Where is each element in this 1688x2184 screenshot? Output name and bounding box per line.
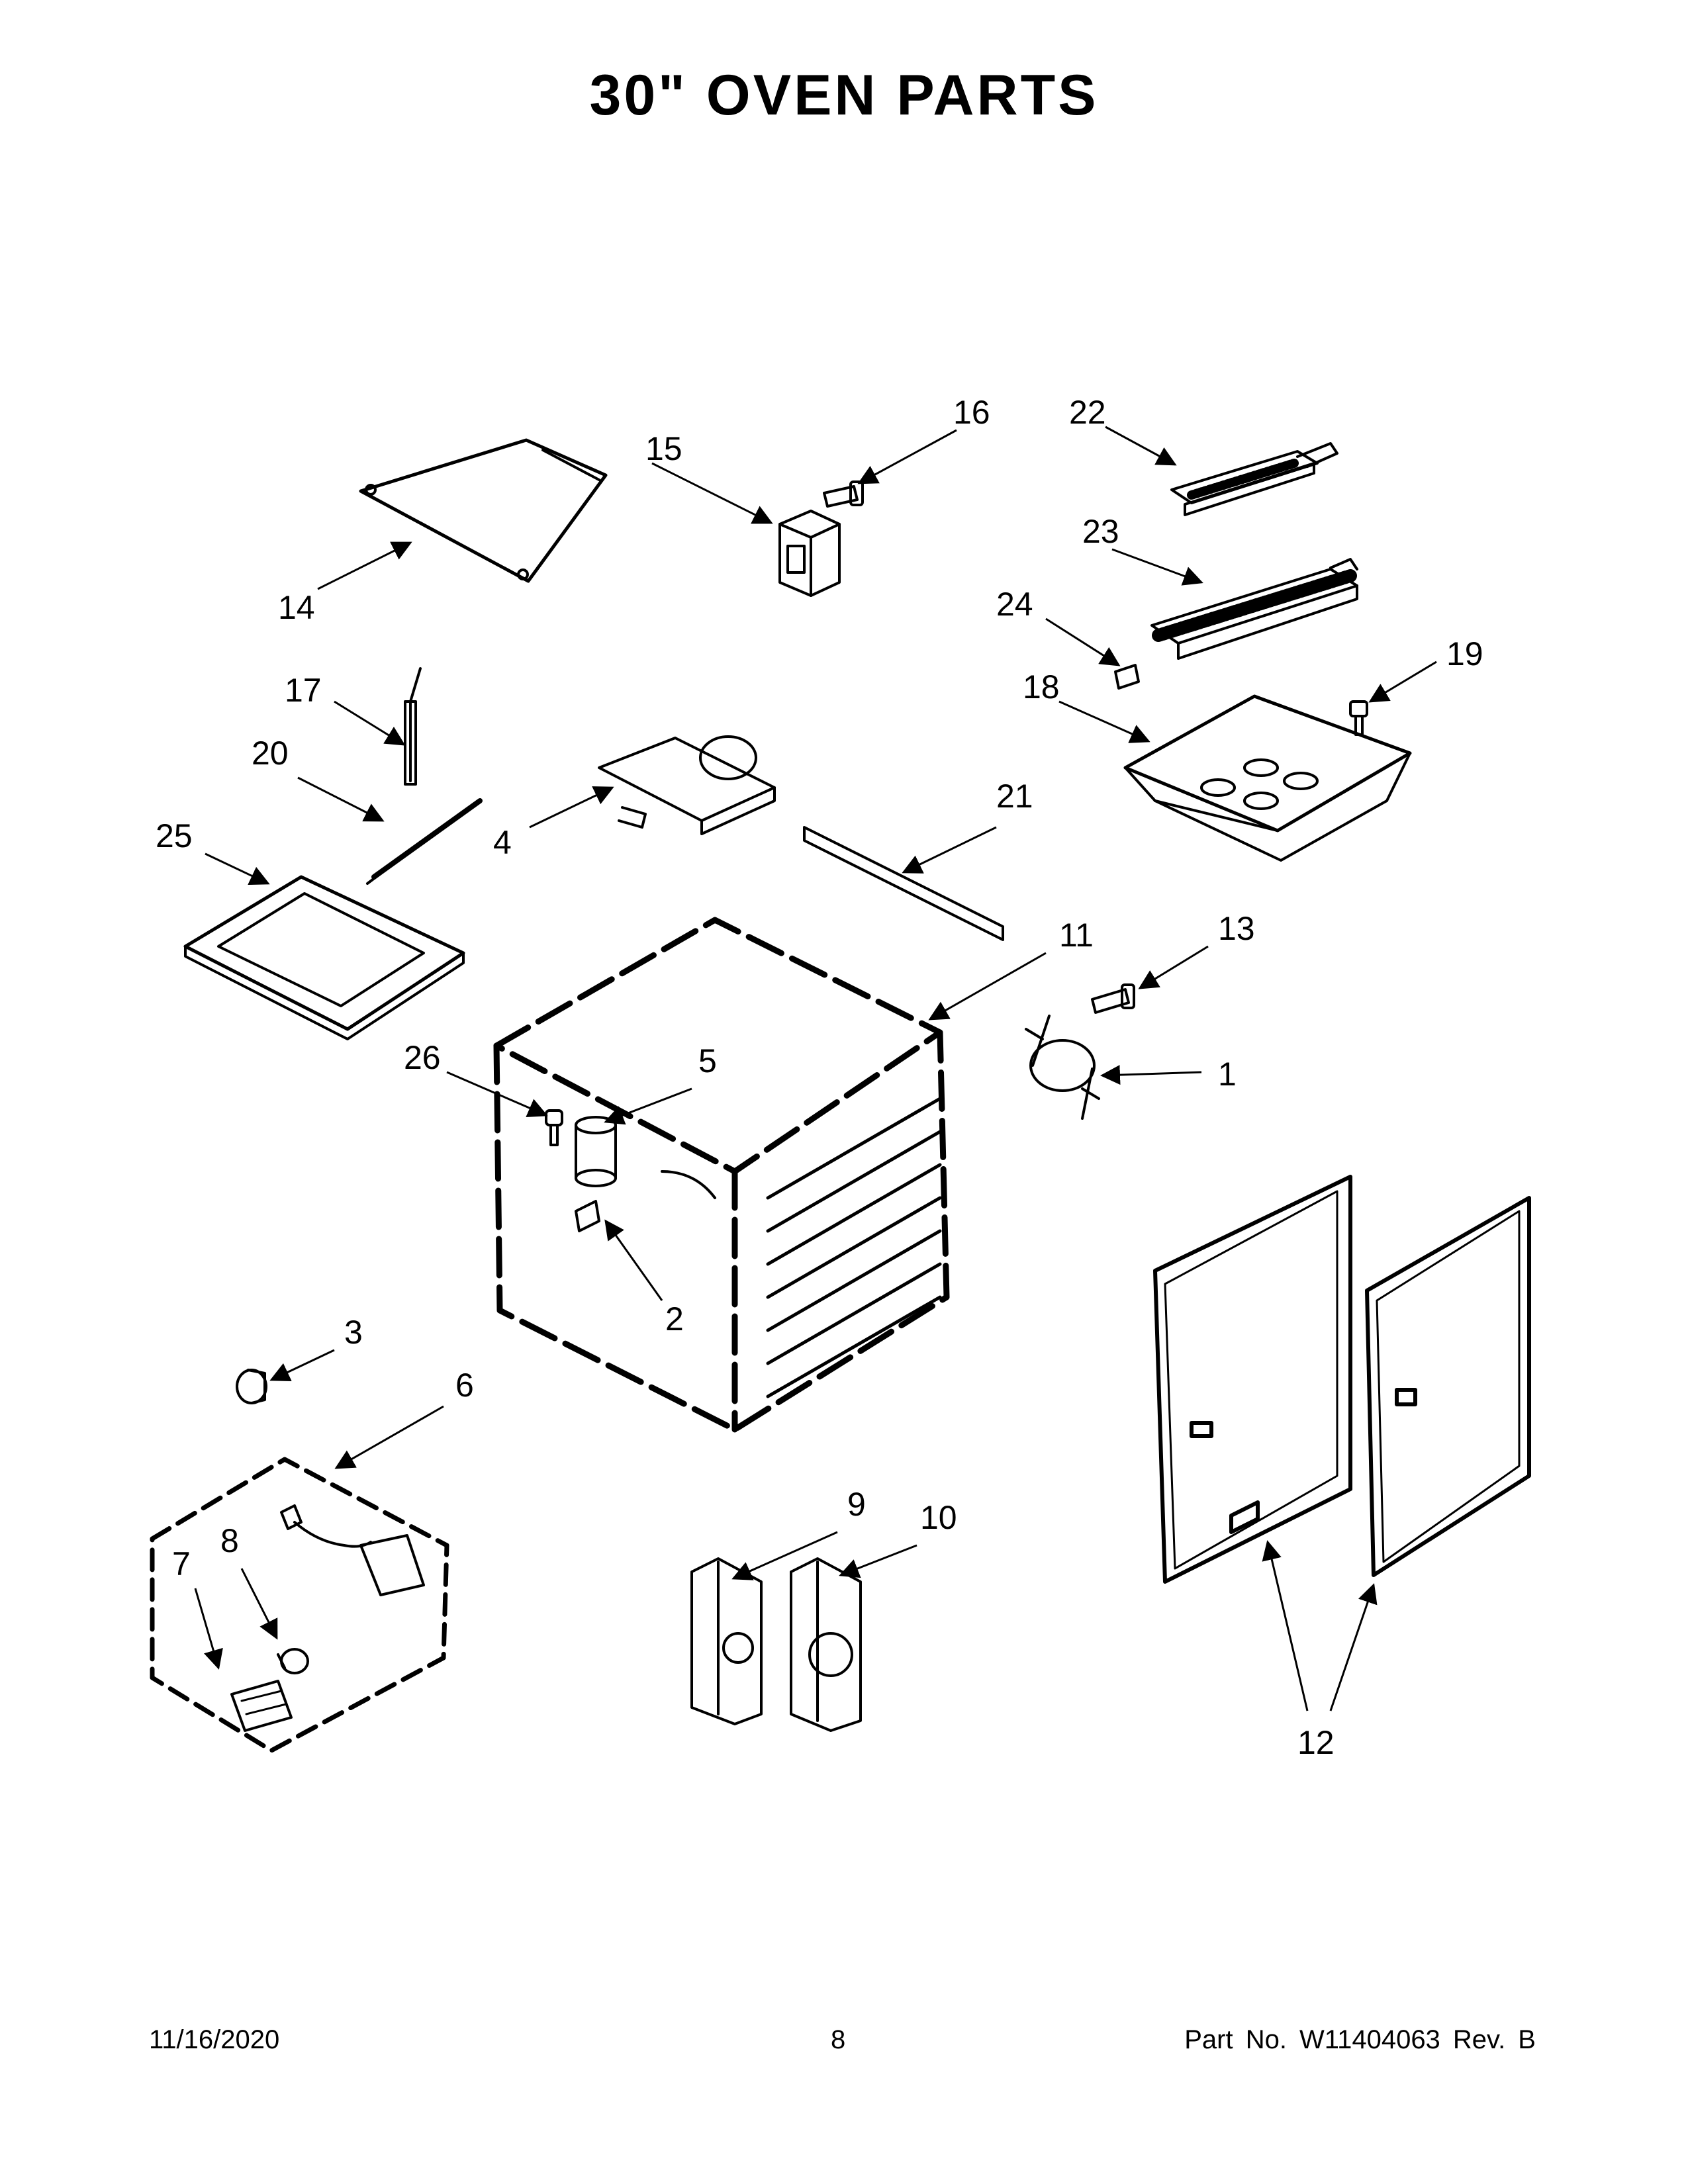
part-22-broil-element xyxy=(1170,442,1338,516)
part-16-screw xyxy=(823,480,864,508)
callout-labels: 1 2 3 4 5 6 7 8 9 10 11 12 13 14 15 16 1… xyxy=(156,394,1483,1761)
footer-part-number: Part No. W11404063 Rev. B xyxy=(1184,2025,1536,2054)
footer-date: 11/16/2020 xyxy=(149,2025,280,2054)
part-26-screw xyxy=(545,1109,563,1146)
callout-10: 10 xyxy=(920,1499,957,1536)
callout-13: 13 xyxy=(1218,910,1255,947)
part-24-clip xyxy=(1114,664,1140,690)
part-13-screw xyxy=(1091,983,1135,1014)
callout-12: 12 xyxy=(1297,1724,1335,1761)
part-18-drip-pan xyxy=(1123,694,1412,862)
callout-20: 20 xyxy=(252,735,289,772)
part-3-knob xyxy=(236,1369,267,1404)
part-25-rack-tray xyxy=(183,875,465,1040)
part-7-lens xyxy=(230,1680,293,1732)
part-8-bulb xyxy=(277,1648,309,1674)
callout-6: 6 xyxy=(455,1367,474,1404)
part-23-bake-element xyxy=(1150,558,1358,660)
part-19-screw xyxy=(1349,700,1368,736)
callout-25: 25 xyxy=(156,817,193,854)
part-21-rail xyxy=(803,826,1004,941)
part-2-lamp-socket xyxy=(575,1170,716,1232)
oven-rack-slots xyxy=(766,1097,942,1398)
part-6-light-assembly xyxy=(280,1504,425,1596)
part-1-thermostat xyxy=(1025,1015,1100,1120)
part-14-shield-plate xyxy=(359,438,608,583)
callout-11: 11 xyxy=(1059,917,1094,954)
callout-4: 4 xyxy=(493,824,512,861)
part-5-holder xyxy=(575,1116,617,1187)
part-20-rod xyxy=(366,798,483,885)
part-15-bracket xyxy=(778,510,841,597)
callout-5: 5 xyxy=(698,1042,717,1079)
callout-9: 9 xyxy=(847,1486,866,1523)
callout-26: 26 xyxy=(404,1039,441,1076)
part-12-side-panel-left xyxy=(1153,1175,1352,1584)
part-10-hinge xyxy=(790,1557,862,1732)
callout-17: 17 xyxy=(285,672,322,709)
part-6-light-assembly-group xyxy=(150,1457,449,1753)
callout-7: 7 xyxy=(172,1545,191,1582)
page-title: 30" OVEN PARTS xyxy=(589,64,1099,127)
part-12-side-panel-right xyxy=(1365,1196,1531,1577)
callout-1: 1 xyxy=(1218,1056,1237,1093)
callout-19: 19 xyxy=(1446,635,1483,672)
callout-14: 14 xyxy=(278,589,315,626)
callout-3: 3 xyxy=(344,1314,363,1351)
footer-page-number: 8 xyxy=(831,2025,846,2054)
part-9-hinge xyxy=(690,1557,763,1725)
callout-2: 2 xyxy=(665,1300,684,1338)
part-4-latch-assembly xyxy=(598,735,776,835)
callout-8: 8 xyxy=(220,1522,239,1559)
callout-21: 21 xyxy=(996,778,1033,815)
callout-16: 16 xyxy=(953,394,990,431)
part-11-oven-cavity xyxy=(493,917,950,1433)
callout-24: 24 xyxy=(996,586,1033,623)
callout-22: 22 xyxy=(1069,394,1106,431)
part-17-sensor xyxy=(404,667,422,786)
leader-arrows xyxy=(194,426,1437,1711)
callout-23: 23 xyxy=(1082,513,1119,550)
callout-15: 15 xyxy=(645,430,682,467)
callout-18: 18 xyxy=(1023,668,1060,705)
